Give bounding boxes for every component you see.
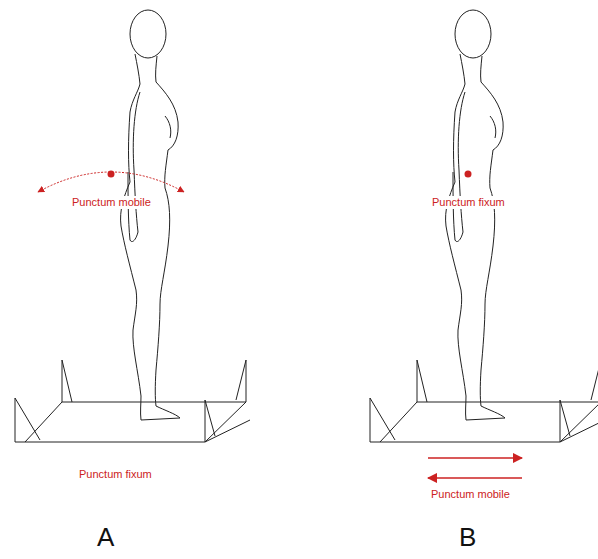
platform bbox=[370, 360, 598, 442]
point-label: Punctum mobile bbox=[70, 196, 153, 209]
point-label: Punctum mobile bbox=[429, 488, 512, 501]
panel-letter: B bbox=[457, 523, 478, 553]
pivot-dot bbox=[465, 171, 472, 178]
pivot-dot bbox=[108, 171, 115, 178]
platform bbox=[15, 360, 250, 442]
motion-arrow bbox=[428, 457, 522, 459]
human-figure bbox=[121, 10, 180, 420]
motion-arrow bbox=[428, 477, 522, 479]
panel-letter: A bbox=[95, 523, 116, 553]
human-figure bbox=[446, 10, 505, 420]
point-label: Punctum fixum bbox=[77, 468, 154, 481]
point-label: Punctum fixum bbox=[430, 196, 507, 209]
